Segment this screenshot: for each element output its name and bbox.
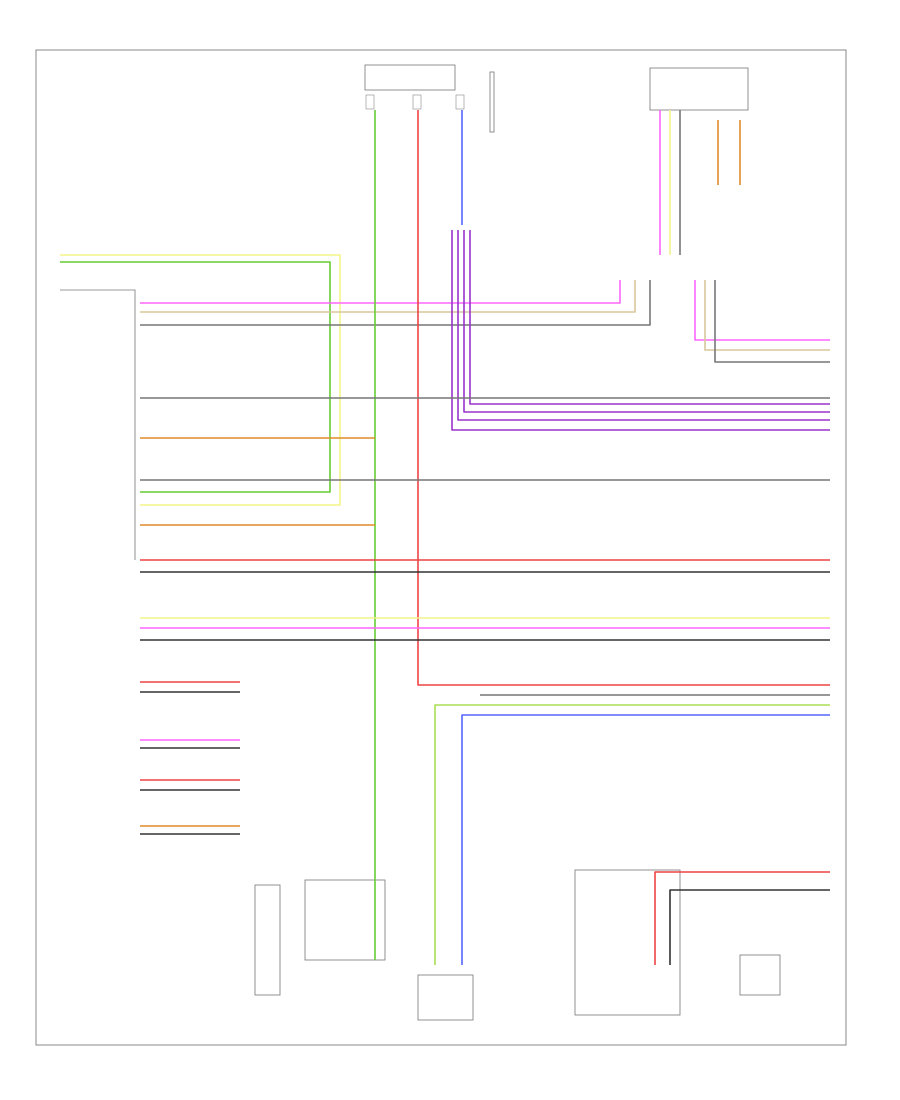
bottom-component-2-outline: [304, 879, 386, 961]
diagram-frame: [35, 49, 847, 1046]
wire-red-bottom: [654, 871, 830, 965]
top-right-module: [649, 67, 749, 111]
wire-tan-right: [704, 280, 830, 351]
wire-black-bottom: [669, 889, 830, 965]
fuse-box-bracket: [489, 71, 495, 133]
wire-green-top: [60, 261, 331, 493]
bottom-component-1-outline: [254, 884, 281, 996]
fuse-3: [455, 94, 465, 110]
wire-purple-4: [469, 230, 830, 405]
bottom-component-4-outline: [574, 869, 681, 1016]
wire-light-green: [434, 704, 830, 965]
fuse-1: [365, 94, 375, 110]
wire-gray-1: [140, 280, 651, 326]
wire-blue-bottom: [461, 714, 830, 965]
wire-pink-right: [694, 280, 830, 341]
left-module-outline: [60, 289, 136, 560]
wire-purple-3: [463, 230, 830, 413]
wire-yellow-top: [60, 254, 341, 506]
wires: [60, 110, 830, 965]
wire-tan-1: [140, 280, 636, 313]
fuse-2: [412, 94, 422, 110]
fuse-row: [365, 94, 465, 110]
wire-purple-1: [451, 230, 830, 431]
wire-gray-right: [714, 280, 830, 363]
wire-purple-2: [457, 230, 830, 421]
bottom-component-3-outline: [417, 974, 474, 1021]
bottom-component-5-outline: [739, 954, 781, 996]
top-fuse-box: [364, 64, 456, 91]
wire-red-vertical: [417, 110, 830, 686]
wire-pink-1: [140, 280, 621, 304]
